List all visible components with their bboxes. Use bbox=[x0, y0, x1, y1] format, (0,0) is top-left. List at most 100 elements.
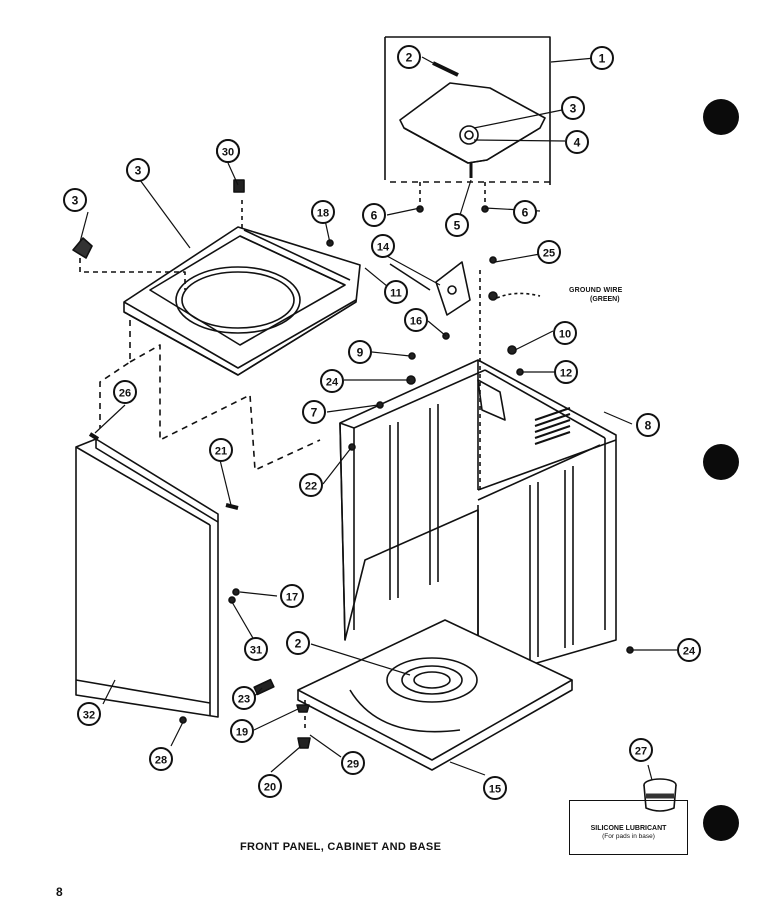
callout-number: 18 bbox=[317, 208, 329, 220]
callout-5: 5 bbox=[445, 213, 469, 237]
callout-circle bbox=[216, 139, 240, 163]
callout-circle bbox=[232, 686, 256, 710]
callout-15: 15 bbox=[483, 776, 507, 800]
callout-circle bbox=[209, 438, 233, 462]
part-13-top-panel bbox=[123, 179, 361, 376]
callout-number: 24 bbox=[683, 646, 696, 658]
callout-circle bbox=[230, 719, 254, 743]
callout-circle bbox=[636, 413, 660, 437]
callout-1: 1 bbox=[590, 46, 614, 70]
binder-hole-marker bbox=[703, 805, 739, 841]
callout-circle bbox=[286, 631, 310, 655]
callout-number: 16 bbox=[410, 316, 422, 328]
callout-26: 26 bbox=[113, 380, 137, 404]
callout-11: 11 bbox=[384, 280, 408, 304]
callout-number: 1 bbox=[599, 52, 606, 66]
callout-number: 9 bbox=[357, 346, 364, 360]
callout-number: 12 bbox=[560, 368, 572, 380]
callout-number: 20 bbox=[264, 782, 276, 794]
callout-10: 10 bbox=[553, 321, 577, 345]
callout-number: 24 bbox=[326, 377, 339, 389]
diagram-caption: FRONT PANEL, CABINET AND BASE bbox=[240, 841, 442, 853]
callout-circle bbox=[371, 234, 395, 258]
callout-circle bbox=[341, 751, 365, 775]
callout-circle bbox=[483, 776, 507, 800]
callout-6: 6 bbox=[513, 200, 537, 224]
callout-circle bbox=[280, 584, 304, 608]
callout-24: 24 bbox=[677, 638, 701, 662]
callout-circle bbox=[590, 46, 614, 70]
callout-22: 22 bbox=[299, 473, 323, 497]
callout-circle bbox=[258, 774, 282, 798]
callout-30: 30 bbox=[216, 139, 240, 163]
callout-number: 2 bbox=[295, 637, 302, 651]
binder-hole-marker bbox=[703, 99, 739, 135]
callout-21: 21 bbox=[209, 438, 233, 462]
callout-circle bbox=[320, 369, 344, 393]
callout-number: 4 bbox=[574, 136, 581, 150]
callout-number: 19 bbox=[236, 727, 248, 739]
callout-circle bbox=[126, 158, 150, 182]
part-1-plate bbox=[399, 61, 546, 205]
callout-circle bbox=[404, 308, 428, 332]
callout-27: 27 bbox=[629, 738, 653, 762]
callout-19: 19 bbox=[230, 719, 254, 743]
callout-circle bbox=[77, 702, 101, 726]
part-27-base bbox=[297, 619, 573, 771]
callout-2: 2 bbox=[286, 631, 310, 655]
callout-12: 12 bbox=[554, 360, 578, 384]
lubricant-note: (For pads in base) bbox=[602, 833, 655, 840]
lubricant-label: SILICONE LUBRICANT bbox=[590, 825, 667, 832]
callout-number: 5 bbox=[454, 219, 461, 233]
callout-number: 17 bbox=[286, 592, 298, 604]
binder-hole-marker bbox=[703, 444, 739, 480]
callout-number: 6 bbox=[371, 209, 378, 223]
callout-circle bbox=[629, 738, 653, 762]
callout-circle bbox=[311, 200, 335, 224]
part-25-bracket bbox=[389, 261, 471, 316]
callout-14: 14 bbox=[371, 234, 395, 258]
callout-number: 32 bbox=[83, 710, 95, 722]
callout-25: 25 bbox=[537, 240, 561, 264]
callout-3: 3 bbox=[126, 158, 150, 182]
callout-32: 32 bbox=[77, 702, 101, 726]
callout-number: 23 bbox=[238, 694, 250, 706]
callout-number: 3 bbox=[135, 164, 142, 178]
callout-18: 18 bbox=[311, 200, 335, 224]
callout-number: 25 bbox=[543, 248, 555, 260]
callout-circle bbox=[302, 400, 326, 424]
callout-number: 8 bbox=[645, 419, 652, 433]
callout-3: 3 bbox=[63, 188, 87, 212]
part-19-front-panel bbox=[75, 432, 239, 718]
callout-number: 27 bbox=[635, 746, 647, 758]
callout-circle bbox=[299, 473, 323, 497]
callout-number: 29 bbox=[347, 759, 359, 771]
callout-31: 31 bbox=[244, 637, 268, 661]
callout-7: 7 bbox=[302, 400, 326, 424]
callout-circle bbox=[513, 200, 537, 224]
callout-9: 9 bbox=[348, 340, 372, 364]
callout-circle bbox=[445, 213, 469, 237]
callout-24: 24 bbox=[320, 369, 344, 393]
callout-number: 11 bbox=[390, 288, 402, 300]
callout-2: 2 bbox=[397, 45, 421, 69]
callout-number: 3 bbox=[570, 102, 577, 116]
dashed-guide-lines bbox=[99, 320, 321, 471]
callout-number: 14 bbox=[377, 242, 390, 254]
callout-number: 3 bbox=[72, 194, 79, 208]
part-7-cabinet bbox=[339, 270, 617, 681]
callout-number: 31 bbox=[250, 645, 262, 657]
callout-circle bbox=[113, 380, 137, 404]
callout-23: 23 bbox=[232, 686, 256, 710]
callout-29: 29 bbox=[341, 751, 365, 775]
callout-number: 28 bbox=[155, 755, 167, 767]
part-30-lubricant-can bbox=[643, 778, 677, 812]
callout-3: 3 bbox=[561, 96, 585, 120]
callout-circle bbox=[362, 203, 386, 227]
callout-number: 2 bbox=[406, 51, 413, 65]
callout-circle bbox=[677, 638, 701, 662]
callout-circle bbox=[565, 130, 589, 154]
callout-17: 17 bbox=[280, 584, 304, 608]
callout-20: 20 bbox=[258, 774, 282, 798]
